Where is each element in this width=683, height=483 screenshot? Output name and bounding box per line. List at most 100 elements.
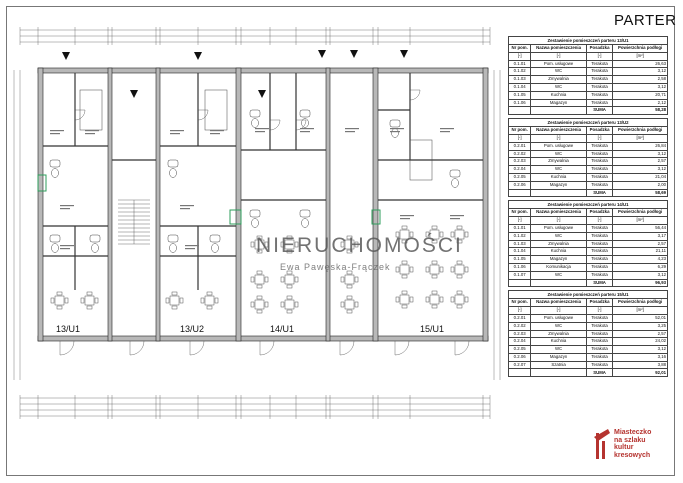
top-dimension-ticks <box>19 27 491 45</box>
chair <box>206 291 213 296</box>
schedule-cell: 3,17 <box>612 231 668 241</box>
schedule-cell: 0.1.02 <box>507 67 532 77</box>
fixture <box>49 159 61 168</box>
room-label-line <box>60 248 70 250</box>
schedule-sum-cell <box>530 368 587 378</box>
schedule-sum-cell: SUMA <box>585 106 614 116</box>
door-swing <box>295 119 307 131</box>
bottom-dimension-ticks <box>19 395 491 419</box>
chair <box>286 235 293 240</box>
chair <box>431 304 438 309</box>
schedule-unit: [m²] <box>612 51 668 61</box>
schedule-cell: 2,57 <box>612 329 668 339</box>
schedule-cell: Kuchnia <box>530 247 587 257</box>
schedule-unit: [-] <box>507 306 532 315</box>
schedule-cell: 0.1.05 <box>507 90 532 100</box>
dining-table <box>454 264 465 275</box>
schedule-cell: 0.2.01 <box>507 313 532 323</box>
dining-table <box>399 264 410 275</box>
door-swings <box>59 89 470 356</box>
schedule-cell: Terakota <box>585 157 614 167</box>
chair <box>250 301 255 308</box>
chair <box>286 309 293 314</box>
schedule-cell: WC <box>530 321 587 331</box>
schedule-sum-cell: 58,69 <box>612 188 668 198</box>
room-label-line <box>440 131 450 133</box>
chair <box>354 276 359 283</box>
schedule-cell: 0.2.02 <box>507 321 532 331</box>
chair <box>401 260 408 265</box>
dining-table <box>169 295 180 306</box>
fixture <box>167 159 179 168</box>
chair <box>346 309 353 314</box>
schedule-cell: 0.1.05 <box>507 255 532 264</box>
chair <box>431 225 438 230</box>
kitchen-counter <box>409 139 433 181</box>
chair <box>214 297 219 304</box>
room-label-line <box>300 131 310 133</box>
dining-table <box>344 239 355 250</box>
room-label-line <box>400 218 410 220</box>
schedule-sum-cell <box>507 368 532 378</box>
chair <box>409 231 414 238</box>
chair <box>264 241 269 248</box>
chair <box>464 231 469 238</box>
chair <box>94 297 99 304</box>
schedule-cell: 0.2.07 <box>507 360 532 370</box>
chair <box>340 301 345 308</box>
chair <box>401 225 408 230</box>
room-label-line <box>300 128 314 130</box>
drawing-frame <box>6 6 675 476</box>
door-swing <box>269 119 281 131</box>
schedule-cell: Terakota <box>585 98 614 108</box>
schedule-cell: Zmywalnia <box>530 329 587 339</box>
door-swing <box>129 340 145 356</box>
schedule-cell: Terakota <box>585 321 614 331</box>
fixture <box>89 234 101 243</box>
schedule-sum-cell <box>530 106 587 116</box>
door-swing <box>197 109 209 121</box>
logo-line-3: kultur <box>614 444 634 451</box>
schedule-cell: Pom. usługowe <box>530 141 587 151</box>
left-dimensions <box>13 70 21 380</box>
schedule-cell: 0.1.04 <box>507 82 532 92</box>
schedule-cell: WC <box>530 82 587 92</box>
schedule-header: Nazwa pomieszczenia <box>530 126 587 135</box>
dining-table <box>54 295 65 306</box>
schedule-cell: 21,04 <box>612 172 668 182</box>
schedule-cell: 3,12 <box>612 149 668 159</box>
schedule-cell: Terakota <box>585 59 614 69</box>
toilet-bowl <box>51 168 59 178</box>
bottom-dimensions <box>20 397 490 417</box>
room-label-blocks <box>50 128 464 250</box>
unit-label-15-u1: 15/U1 <box>420 324 445 334</box>
chair <box>286 295 293 300</box>
chair <box>286 284 293 289</box>
schedule-cell: Terakota <box>585 141 614 151</box>
chair <box>286 270 293 275</box>
town-logo-icon <box>594 429 610 459</box>
schedule-unit: [-] <box>585 51 614 61</box>
schedule-cell: 0.2.04 <box>507 165 532 174</box>
fixture <box>389 119 401 128</box>
dining-table <box>254 299 265 310</box>
schedule-cell: 0.2.03 <box>507 157 532 167</box>
chair <box>280 241 285 248</box>
right-dimensions <box>493 70 501 380</box>
chair <box>256 270 263 275</box>
schedule-cell: 21,11 <box>612 247 668 257</box>
toilet-bowl <box>391 128 399 138</box>
schedule-cell: Magazyn <box>530 180 587 190</box>
schedule-caption: Zestawienie pomieszczeń parteru 15/U1 <box>508 290 668 299</box>
schedule-sum-cell <box>507 188 532 198</box>
chair <box>456 290 463 295</box>
